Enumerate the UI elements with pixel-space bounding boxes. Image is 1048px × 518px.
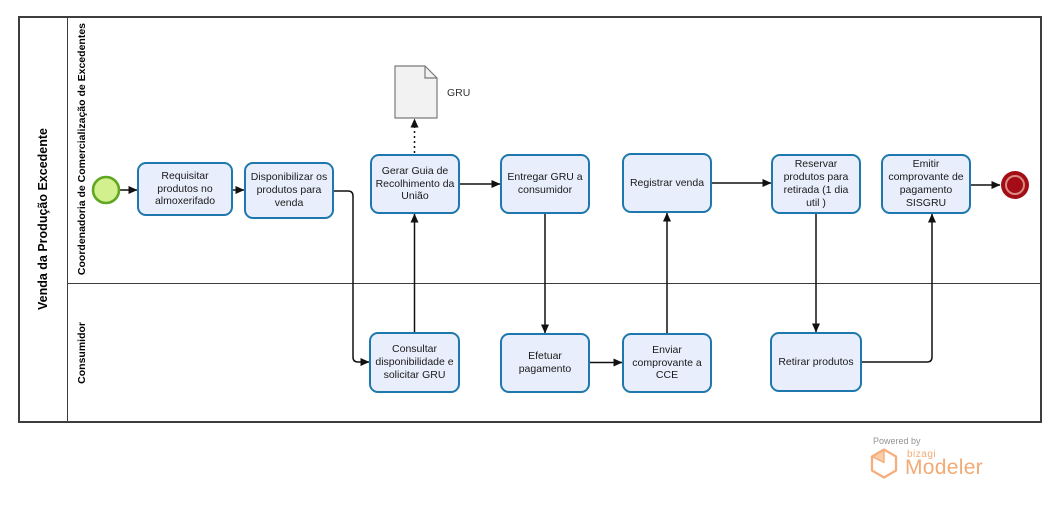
task-reservar-produtos: Reservar produtos para retirada (1 dia u… bbox=[771, 154, 861, 214]
lane-divider bbox=[68, 283, 1042, 284]
modeler-product-text: Modeler bbox=[905, 456, 983, 479]
task-emitir-comprovante: Emitir comprovante de pagamento SISGRU bbox=[881, 154, 971, 214]
pool-title-band: Venda da Produção Excedente bbox=[18, 16, 68, 423]
pool-boundary bbox=[18, 16, 1042, 423]
bizagi-logo-icon bbox=[870, 448, 898, 479]
task-requisitar-produtos: Requisitar produtos no almoxerifado bbox=[137, 162, 233, 216]
pool-title: Venda da Produção Excedente bbox=[35, 128, 50, 311]
task-gerar-gru: Gerar Guia de Recolhimento da União bbox=[370, 154, 460, 214]
task-disponibilizar-produtos: Disponibilizar os produtos para venda bbox=[244, 162, 334, 219]
task-efetuar-pagamento: Efetuar pagamento bbox=[500, 333, 590, 393]
data-object-label: GRU bbox=[447, 87, 471, 99]
lane-2: Consumidor bbox=[68, 283, 96, 423]
lane-1: Coordenadoria de Comercialização de Exce… bbox=[68, 16, 96, 283]
lane-1-label: Coordenadoria de Comercialização de Exce… bbox=[76, 23, 88, 276]
powered-by-text: Powered by bbox=[873, 436, 921, 446]
lane-2-label: Consumidor bbox=[76, 322, 88, 384]
task-registrar-venda: Registrar venda bbox=[622, 153, 712, 213]
task-retirar-produtos: Retirar produtos bbox=[770, 332, 862, 392]
bizagi-brand-text: bizagi bbox=[907, 449, 937, 460]
task-entregar-gru: Entregar GRU a consumidor bbox=[500, 154, 590, 214]
task-consultar-disponibilidade: Consultar disponibilidade e solicitar GR… bbox=[369, 332, 460, 393]
task-enviar-comprovante: Enviar comprovante a CCE bbox=[622, 333, 712, 393]
